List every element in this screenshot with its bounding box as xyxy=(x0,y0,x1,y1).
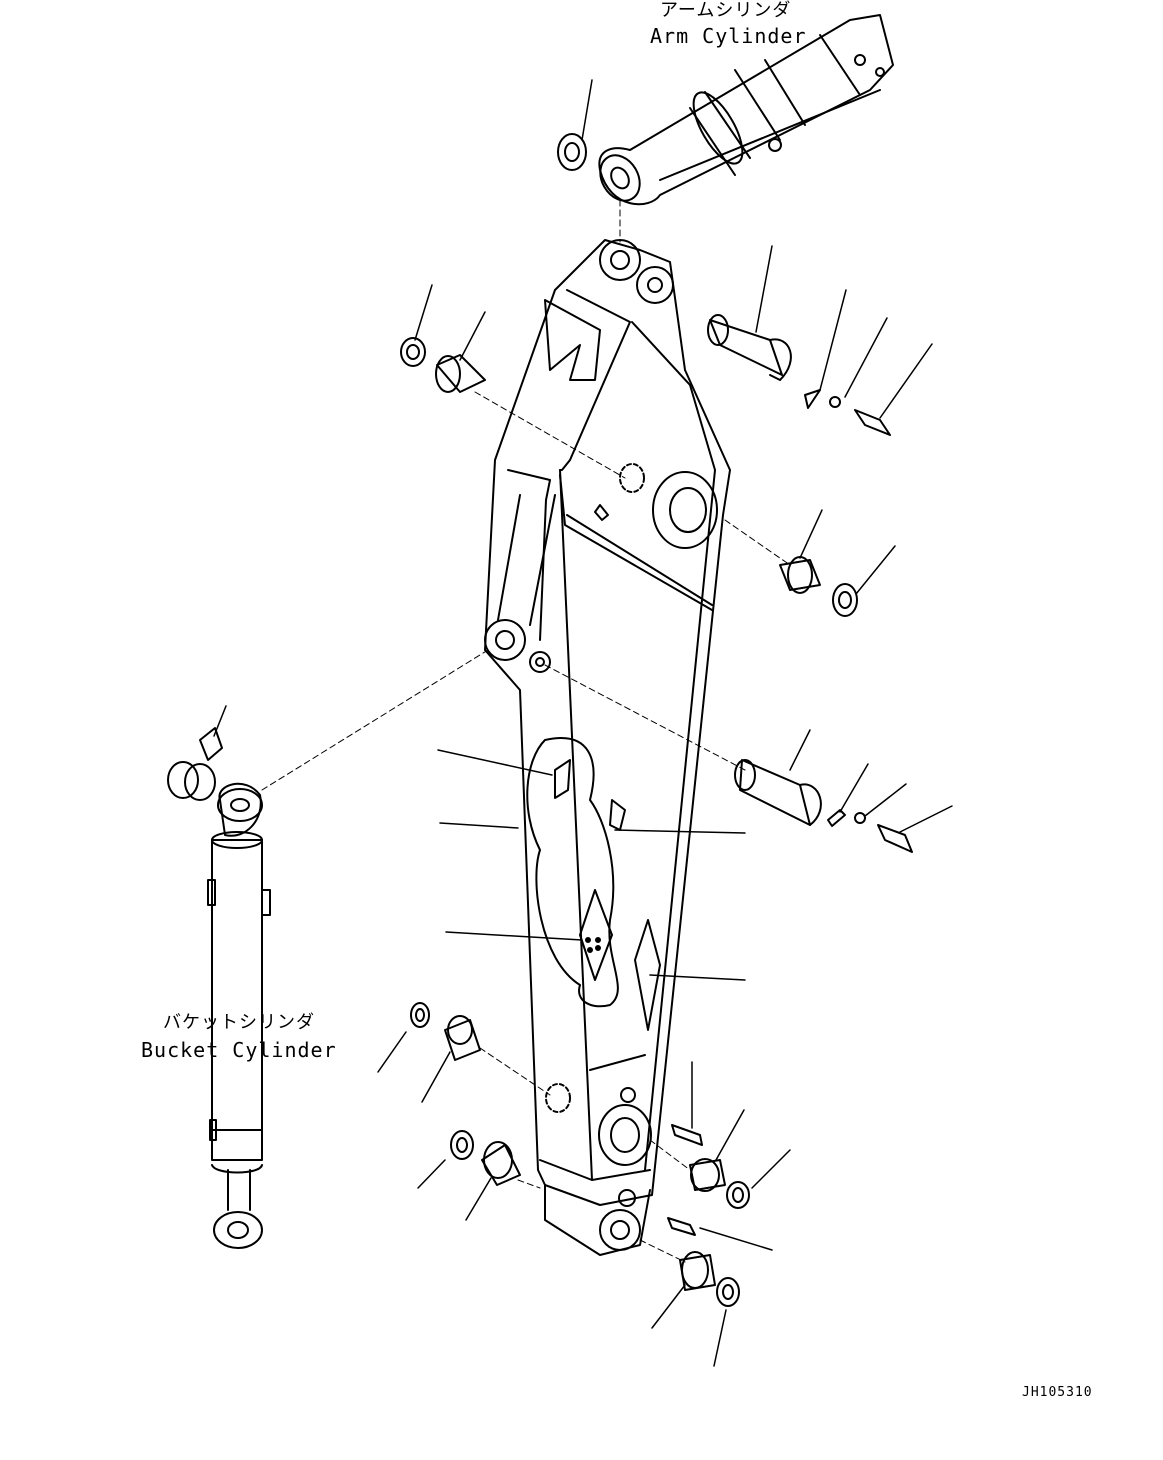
bucket-cylinder-label-jp: バケットシリンダ xyxy=(163,1012,315,1033)
small-parts xyxy=(167,133,913,1307)
arm-cylinder-label-jp: アームシリンダ xyxy=(660,0,792,21)
arm-body xyxy=(484,239,731,1256)
drawing-code: JH105310 xyxy=(1022,1385,1093,1400)
arm-pin-top xyxy=(707,314,792,381)
arm-cylinder xyxy=(598,14,894,206)
bucket-cylinder-label-en: Bucket Cylinder xyxy=(141,1038,337,1062)
arm-cylinder-label-en: Arm Cylinder xyxy=(650,24,807,48)
pin-bottom xyxy=(734,759,822,826)
leader-lines xyxy=(213,79,953,1367)
reinforcement-plate xyxy=(526,737,661,1031)
alignment-lines xyxy=(261,199,791,1263)
bucket-cylinder xyxy=(207,782,271,1249)
